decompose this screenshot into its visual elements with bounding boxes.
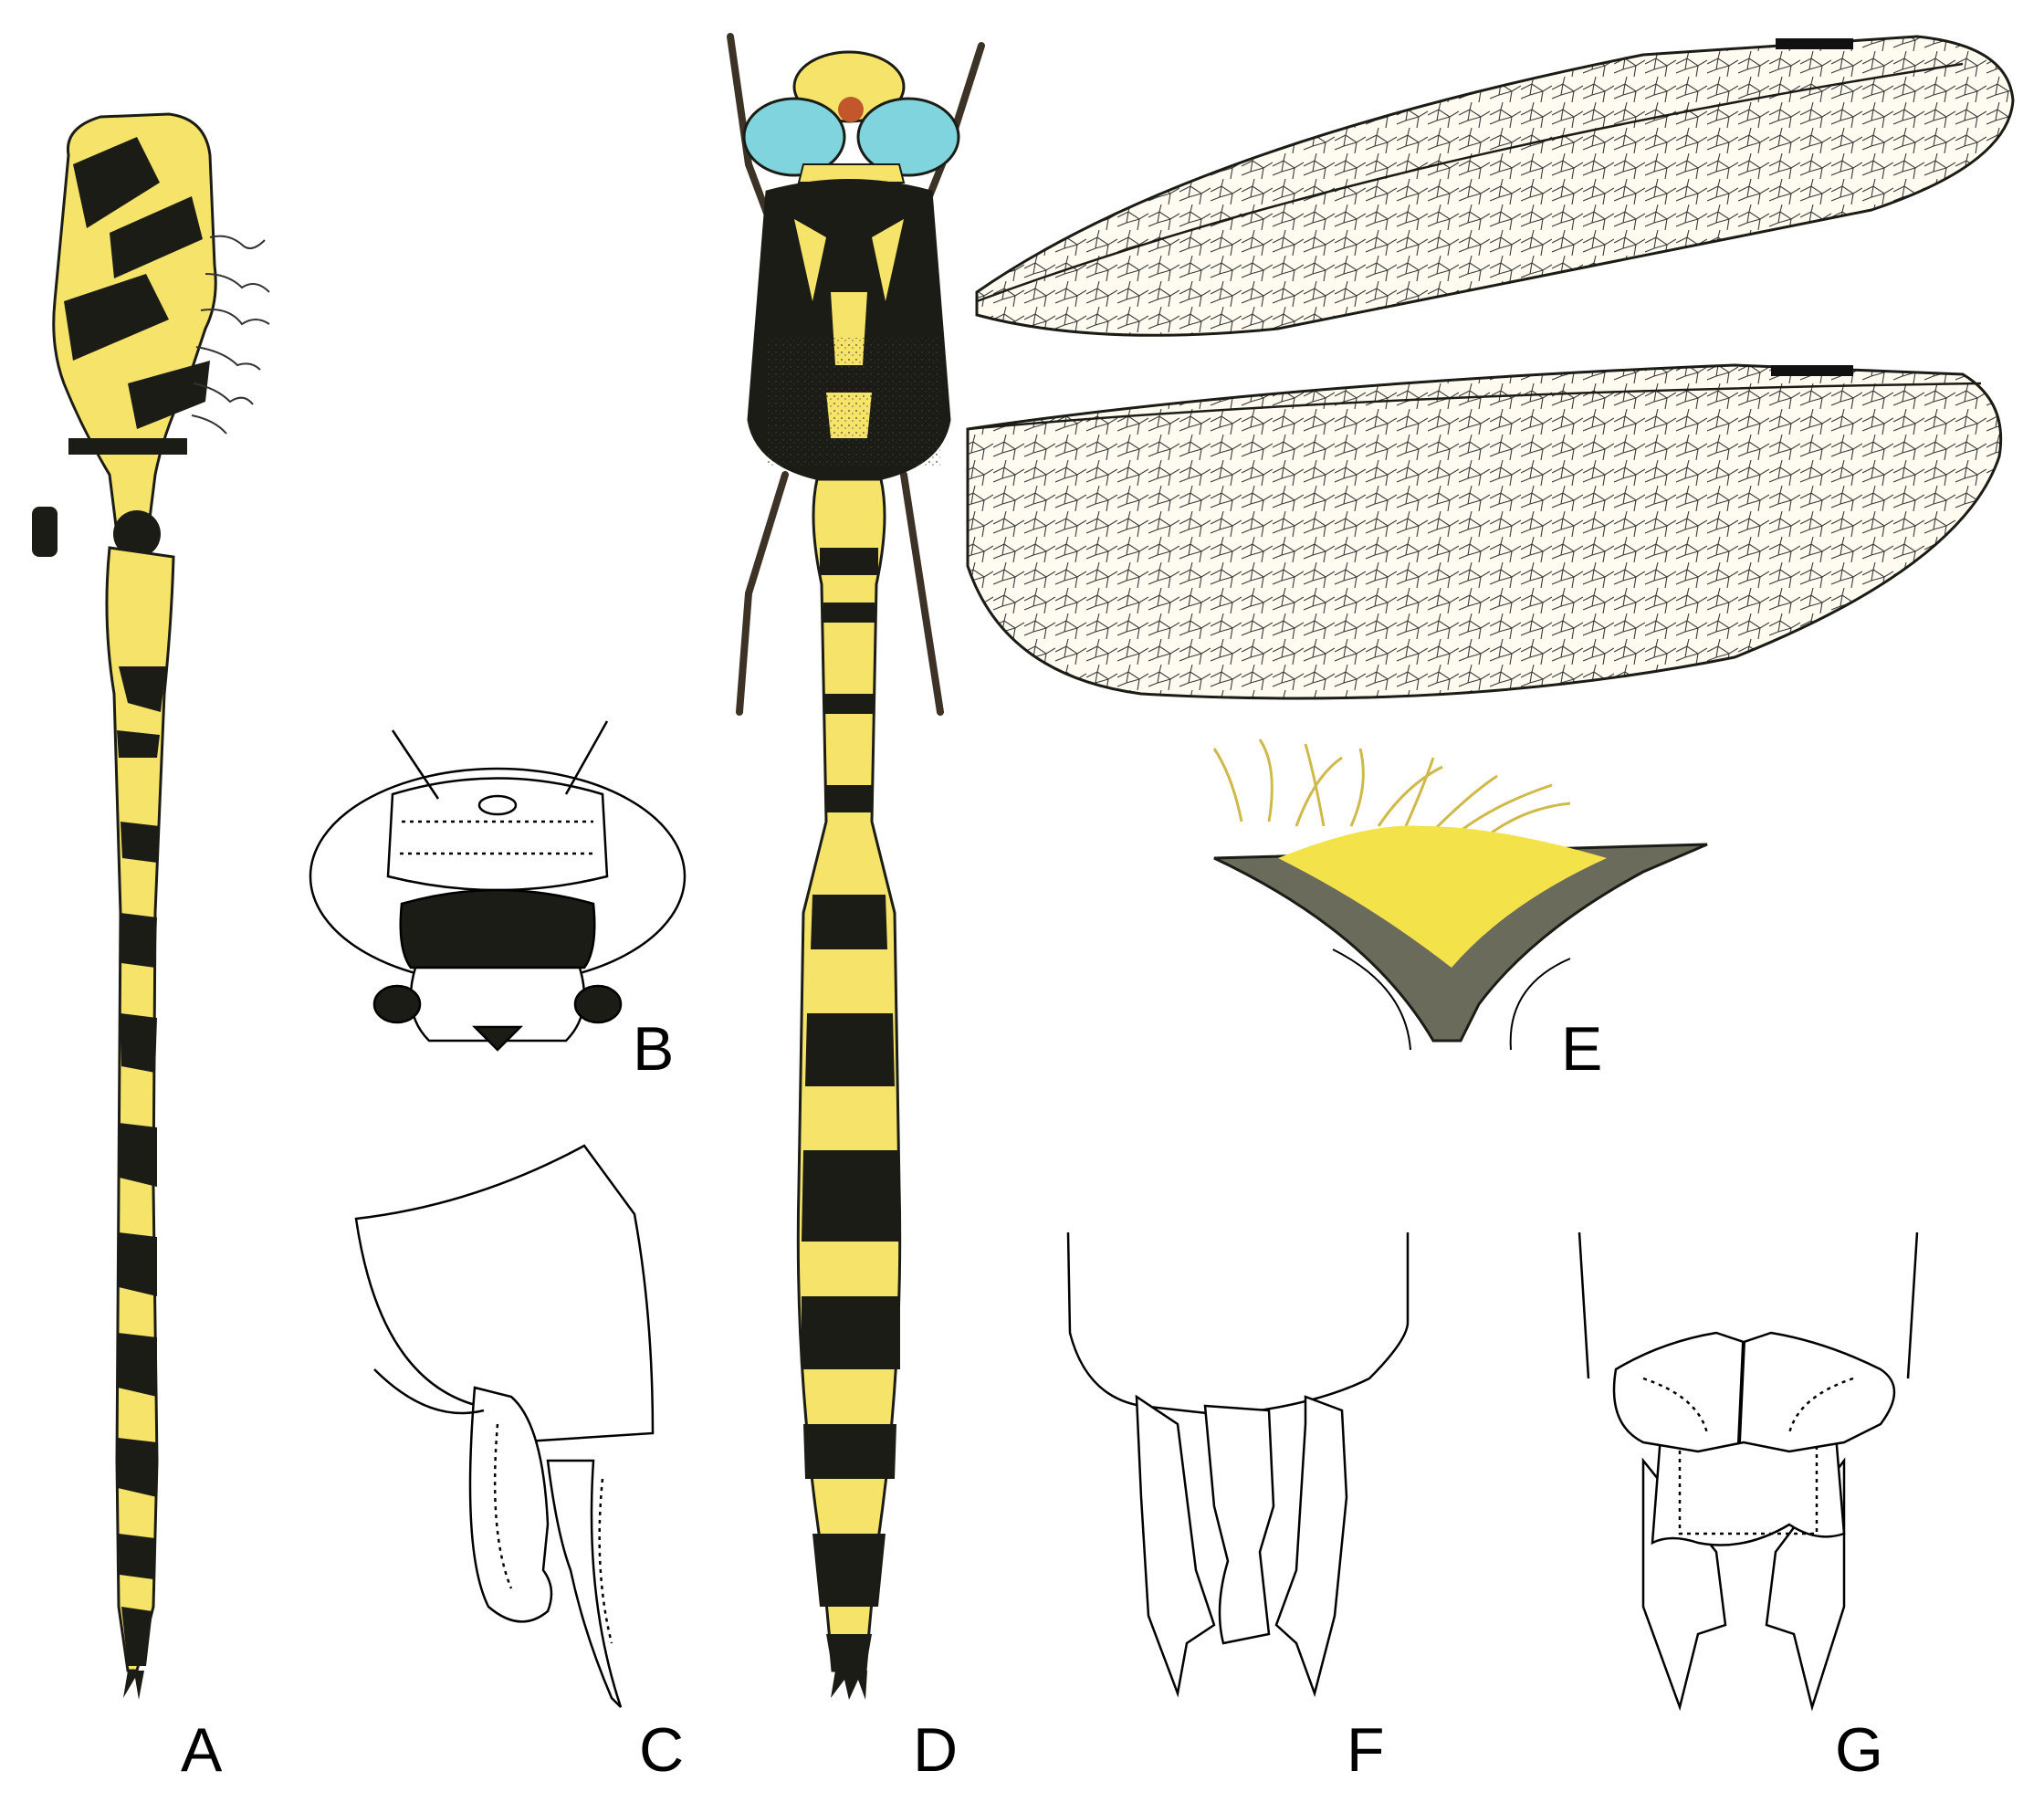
forewing bbox=[975, 35, 2015, 337]
right-cercus bbox=[1274, 1395, 1348, 1698]
hindwing bbox=[966, 363, 2003, 700]
antenna-left bbox=[391, 729, 440, 800]
paraprocts bbox=[1612, 1331, 1896, 1453]
abdomen-black-pattern bbox=[117, 666, 166, 1666]
cercus bbox=[468, 1386, 553, 1623]
right-eye bbox=[856, 97, 960, 177]
head bbox=[742, 50, 960, 183]
panel-a-abdomen-lateral bbox=[32, 112, 270, 1700]
segment-10 bbox=[354, 1144, 655, 1444]
postclypeus bbox=[399, 888, 596, 969]
antenna-right bbox=[564, 720, 609, 795]
left-cercus bbox=[1135, 1394, 1216, 1698]
panel-label-b: B bbox=[633, 1014, 674, 1084]
abdomen bbox=[105, 546, 175, 1672]
panel-f-appendages-dorsal bbox=[1066, 1231, 1410, 1698]
thorax bbox=[747, 179, 951, 486]
frons bbox=[386, 777, 609, 892]
forewing-pterostigma bbox=[1776, 38, 1853, 49]
epiproct-dorsal bbox=[1203, 1404, 1275, 1645]
epiproct-ventral bbox=[1651, 1422, 1846, 1546]
panel-c-appendages-lateral bbox=[354, 1144, 655, 1708]
hairs bbox=[1212, 739, 1571, 837]
panel-label-d: D bbox=[913, 1715, 958, 1785]
abdomen-dorsal-black-pattern bbox=[802, 548, 900, 1671]
panel-label-c: C bbox=[639, 1715, 684, 1785]
segment-10-dorsal bbox=[1066, 1231, 1410, 1417]
panel-e-vulvar-scale bbox=[1212, 739, 1708, 1051]
panel-d-habitus-dorsal bbox=[727, 33, 2015, 1700]
panel-label-e: E bbox=[1561, 1014, 1602, 1084]
panel-label-g: G bbox=[1835, 1715, 1883, 1785]
panel-g-appendages-ventral bbox=[1578, 1231, 1919, 1712]
hindwing-pterostigma bbox=[1771, 365, 1853, 376]
left-eye bbox=[742, 97, 846, 177]
panel-label-a: A bbox=[181, 1715, 223, 1785]
thorax-hairs bbox=[191, 235, 270, 435]
panel-label-f: F bbox=[1347, 1715, 1385, 1785]
epiproct bbox=[546, 1459, 623, 1708]
panel-b-head-frontal bbox=[309, 720, 687, 1052]
